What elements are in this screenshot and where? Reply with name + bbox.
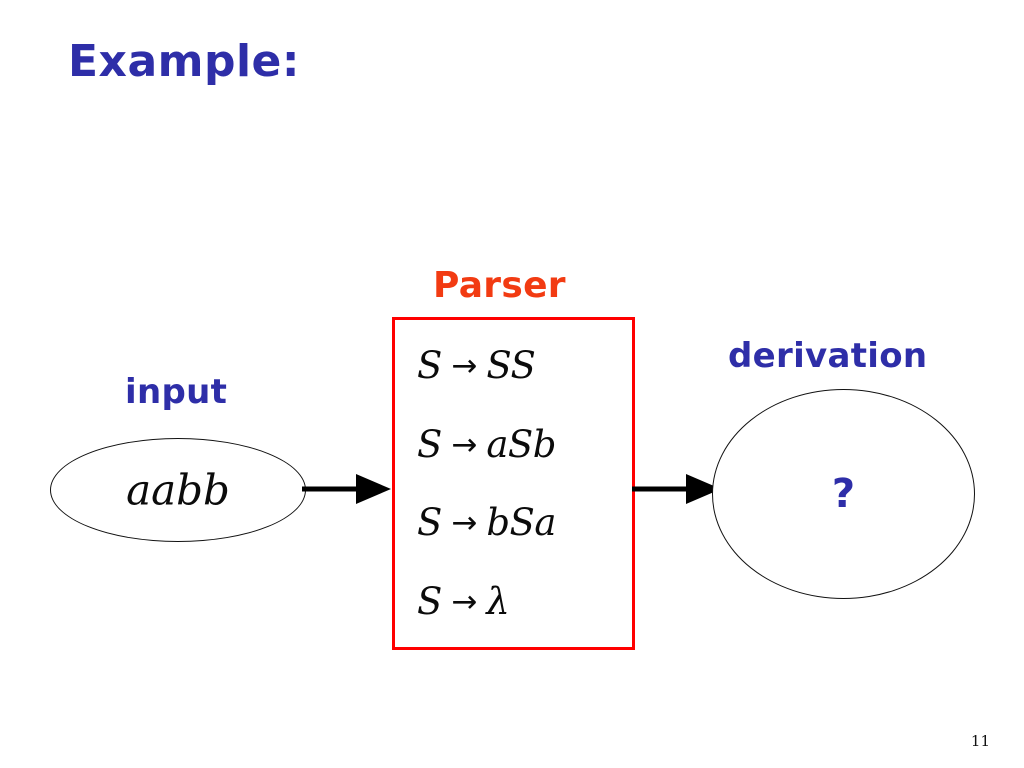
slide-page-number: 11: [970, 732, 990, 750]
arrow-input-to-parser-icon: [302, 474, 392, 504]
page-title: Example:: [68, 36, 300, 87]
derivation-unknown-value: ?: [831, 471, 856, 517]
derivation-node-ellipse: ?: [712, 389, 975, 599]
grammar-rule: S → λ: [417, 580, 510, 624]
grammar-rule: S → aSb: [417, 426, 556, 463]
rule-rhs: bSa: [486, 501, 556, 545]
parser-node-box: S → SS S → aSb S → bSa S → λ: [392, 317, 635, 650]
rule-lhs: S: [417, 422, 443, 466]
arrow-parser-to-derivation-icon: [632, 474, 722, 504]
input-node-ellipse: aabb: [50, 438, 306, 542]
grammar-rule: S → SS: [417, 343, 536, 387]
rule-rhs: aSb: [486, 422, 556, 466]
input-node-label: input: [125, 372, 228, 412]
rule-arrow-icon: →: [451, 347, 478, 384]
rule-lhs: S: [417, 501, 443, 545]
input-string-value: aabb: [126, 465, 230, 515]
grammar-rule: S → bSa: [417, 504, 556, 541]
rule-lhs: S: [417, 580, 443, 624]
grammar-rules-list: S → SS S → aSb S → bSa S → λ: [395, 320, 632, 647]
rule-arrow-icon: →: [451, 584, 478, 621]
rule-rhs: SS: [486, 343, 536, 387]
rule-arrow-icon: →: [451, 426, 478, 463]
parser-node-label: Parser: [433, 265, 566, 306]
rule-lhs: S: [417, 343, 443, 387]
derivation-node-label: derivation: [728, 336, 928, 376]
rule-rhs: λ: [486, 580, 510, 624]
rule-arrow-icon: →: [451, 505, 478, 542]
